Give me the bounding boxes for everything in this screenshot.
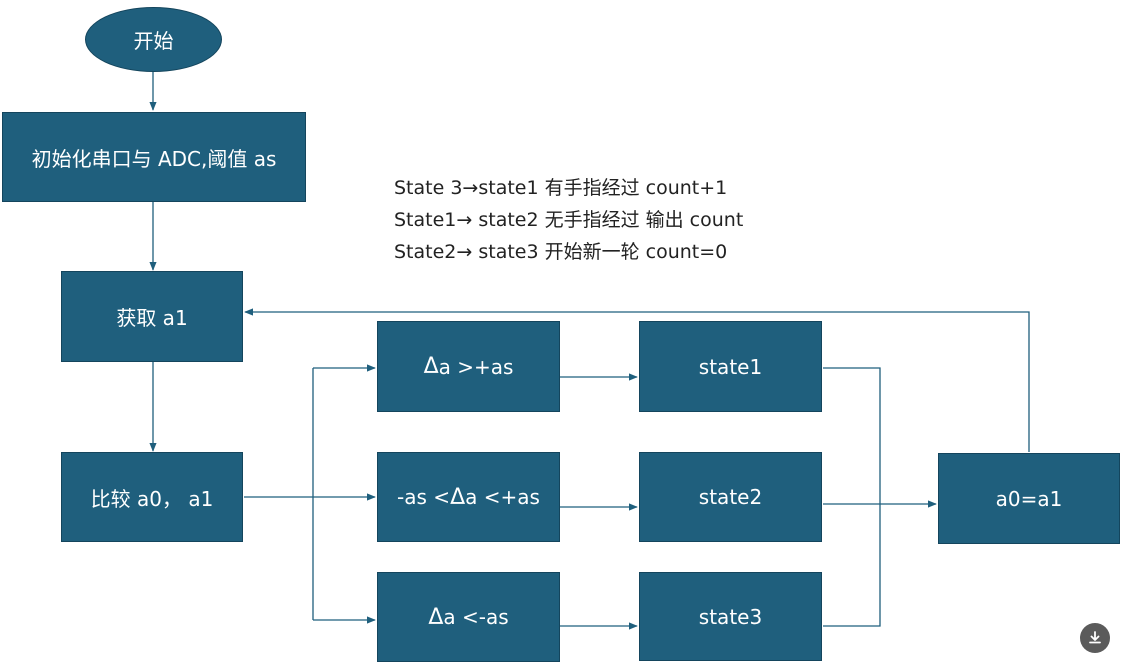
- delta-symbol: Δ: [423, 354, 439, 379]
- compare-label: 比较 a0， a1: [90, 486, 214, 511]
- get-a1-label: 获取 a1: [116, 306, 188, 330]
- arrow-loop-back: [244, 308, 1030, 452]
- init-node: 初始化串口与 ADC,阈值 as: [2, 112, 306, 202]
- note-line-1: State 3→state1 有手指经过 count+1: [394, 177, 728, 199]
- get-a1-node: 获取 a1: [61, 271, 243, 362]
- state3-label: state3: [698, 604, 763, 629]
- download-button[interactable]: [1080, 623, 1110, 653]
- start-label: 开始: [133, 29, 174, 53]
- delta-symbol: Δ: [428, 604, 444, 630]
- compare-node: 比较 a0， a1: [61, 452, 243, 542]
- start-node: 开始: [85, 7, 222, 72]
- state1-label: state1: [698, 354, 763, 379]
- state2-label: state2: [698, 485, 763, 509]
- state1-node: state1: [639, 321, 822, 412]
- condition-down-label: a <-as: [443, 605, 509, 629]
- state2-node: state2: [639, 452, 822, 542]
- assign-label: a0=a1: [995, 486, 1063, 511]
- condition-mid-label: a <+as: [465, 485, 540, 509]
- assign-node: a0=a1: [938, 453, 1120, 544]
- download-icon: [1089, 631, 1101, 644]
- init-label: 初始化串口与 ADC,阈值 as: [31, 146, 277, 171]
- note-line-3: State2→ state3 开始新一轮 count=0: [394, 241, 728, 263]
- note-line-2: State1→ state2 无手指经过 输出 count: [394, 209, 744, 231]
- state3-node: state3: [639, 572, 822, 661]
- condition-mid-prefix: -as <: [397, 485, 451, 509]
- merge-from-state1: [823, 367, 881, 627]
- condition-up-label: a >+as: [438, 354, 514, 379]
- delta-symbol: Δ: [450, 484, 466, 510]
